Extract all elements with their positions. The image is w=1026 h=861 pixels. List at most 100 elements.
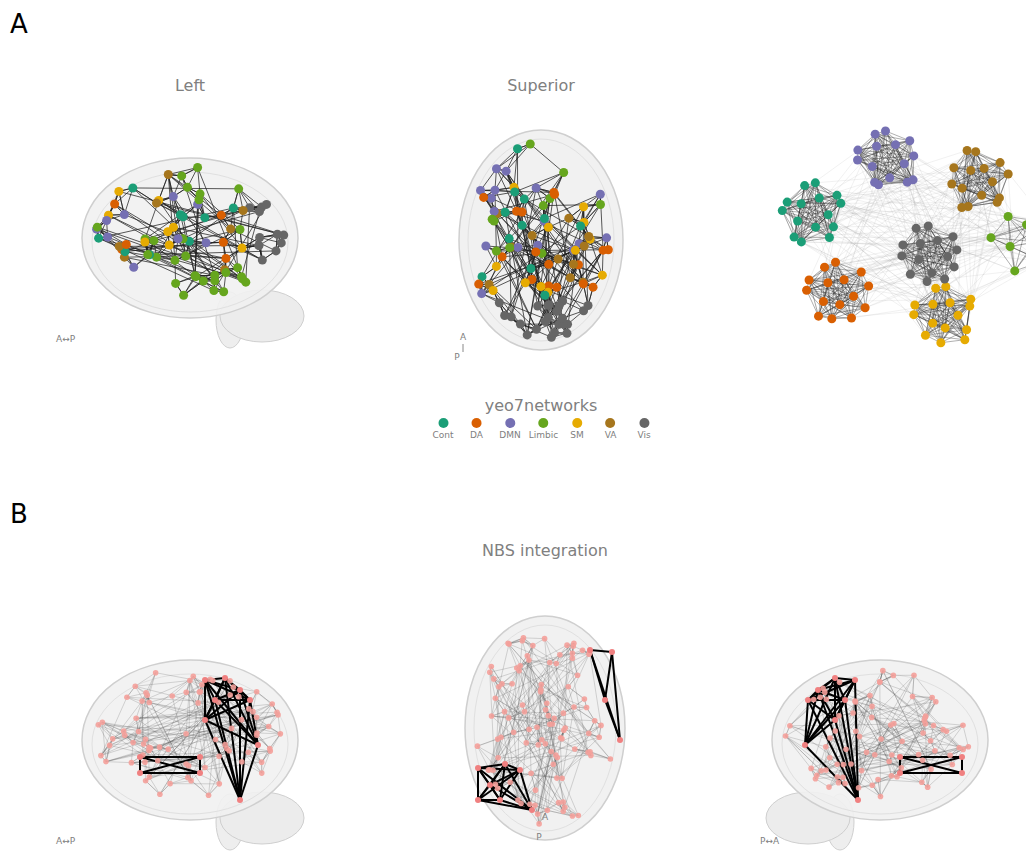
region-node [474,280,483,289]
connection-line [782,203,841,210]
connection-lines [914,287,971,343]
connection-line [904,164,962,188]
connection-line [97,227,241,277]
connection-line [875,134,914,156]
connection-line [885,131,913,156]
connection-line [801,242,903,245]
connection-line [968,206,1026,222]
cluster-node [946,298,955,307]
region-node [487,194,496,203]
region-node [520,195,529,204]
cluster-node [900,159,909,168]
connection-line [832,272,861,319]
region-node [549,188,558,197]
region-node [539,201,548,210]
region-nodes [802,258,873,323]
region-node [262,200,271,209]
connection-line [494,211,575,250]
connection-line [115,204,215,275]
region-node [122,240,131,249]
connection-line [545,204,601,295]
connection-line [1015,225,1026,271]
region-node [221,254,230,263]
region-node [202,238,211,247]
cluster-node [868,162,877,171]
region-node [505,234,514,243]
connection-lines [97,168,284,296]
connection-line [991,223,1026,238]
cluster-node [825,233,834,242]
region-node [255,207,264,216]
region-node [226,224,235,233]
connection-line [99,208,234,238]
region-node [569,260,578,269]
cluster-node [811,178,820,187]
connection-line [246,208,250,282]
region-node [238,243,247,252]
region-node [229,204,238,213]
region-node [271,246,280,255]
cluster-node [832,191,841,200]
connection-lines [807,262,869,318]
cluster-node [870,178,879,187]
region-node [177,171,186,180]
network-clusters [778,126,1026,347]
connection-line [914,156,962,188]
region-node [589,283,598,292]
cluster-node [778,206,787,215]
region-node [110,200,119,209]
connection-line [933,261,1026,323]
connection-line [878,141,909,185]
cluster-node [885,173,894,182]
region-node [513,243,522,252]
region-node [273,230,282,239]
connection-line [952,174,1008,184]
connection-line [875,134,1026,224]
cluster-node [905,136,914,145]
region-node [170,256,179,265]
region-node [191,271,200,280]
connection-line [858,150,948,257]
cerebrum-outline [82,158,298,318]
connection-line [506,144,530,171]
cluster-node [909,151,918,160]
region-node [544,260,553,269]
cerebrum-inner [468,139,614,341]
connection-line [970,217,1008,307]
region-node [507,312,516,321]
region-node [210,276,219,285]
cluster-node [881,126,890,135]
cluster-node [840,275,849,284]
region-node [200,213,209,222]
connection-line [482,226,581,294]
connection-lines [782,183,841,242]
region-node [559,168,568,177]
cluster-node [1022,220,1026,229]
connection-line [536,250,603,329]
region-node [501,208,510,217]
connection-line [915,305,970,306]
connection-line [807,286,869,290]
cluster-node [793,216,802,225]
cluster-node [931,284,940,293]
connection-line [99,238,243,279]
connection-line [124,257,214,275]
connection-line [563,250,603,324]
connection-line [506,171,583,284]
region-node [576,221,585,230]
connection-lines [952,150,1008,207]
region-node [526,264,535,273]
connection-line [801,203,841,204]
connection-line [214,204,267,290]
connection-line [809,280,869,286]
region-node [169,192,178,201]
region-node [171,279,180,288]
region-nodes [909,282,975,347]
region-node [599,246,608,255]
connection-line [968,174,1008,206]
region-node [536,282,545,291]
connection-line [168,175,221,216]
cluster-node [827,314,836,323]
connection-line [991,225,1026,238]
cluster-node [811,223,820,232]
